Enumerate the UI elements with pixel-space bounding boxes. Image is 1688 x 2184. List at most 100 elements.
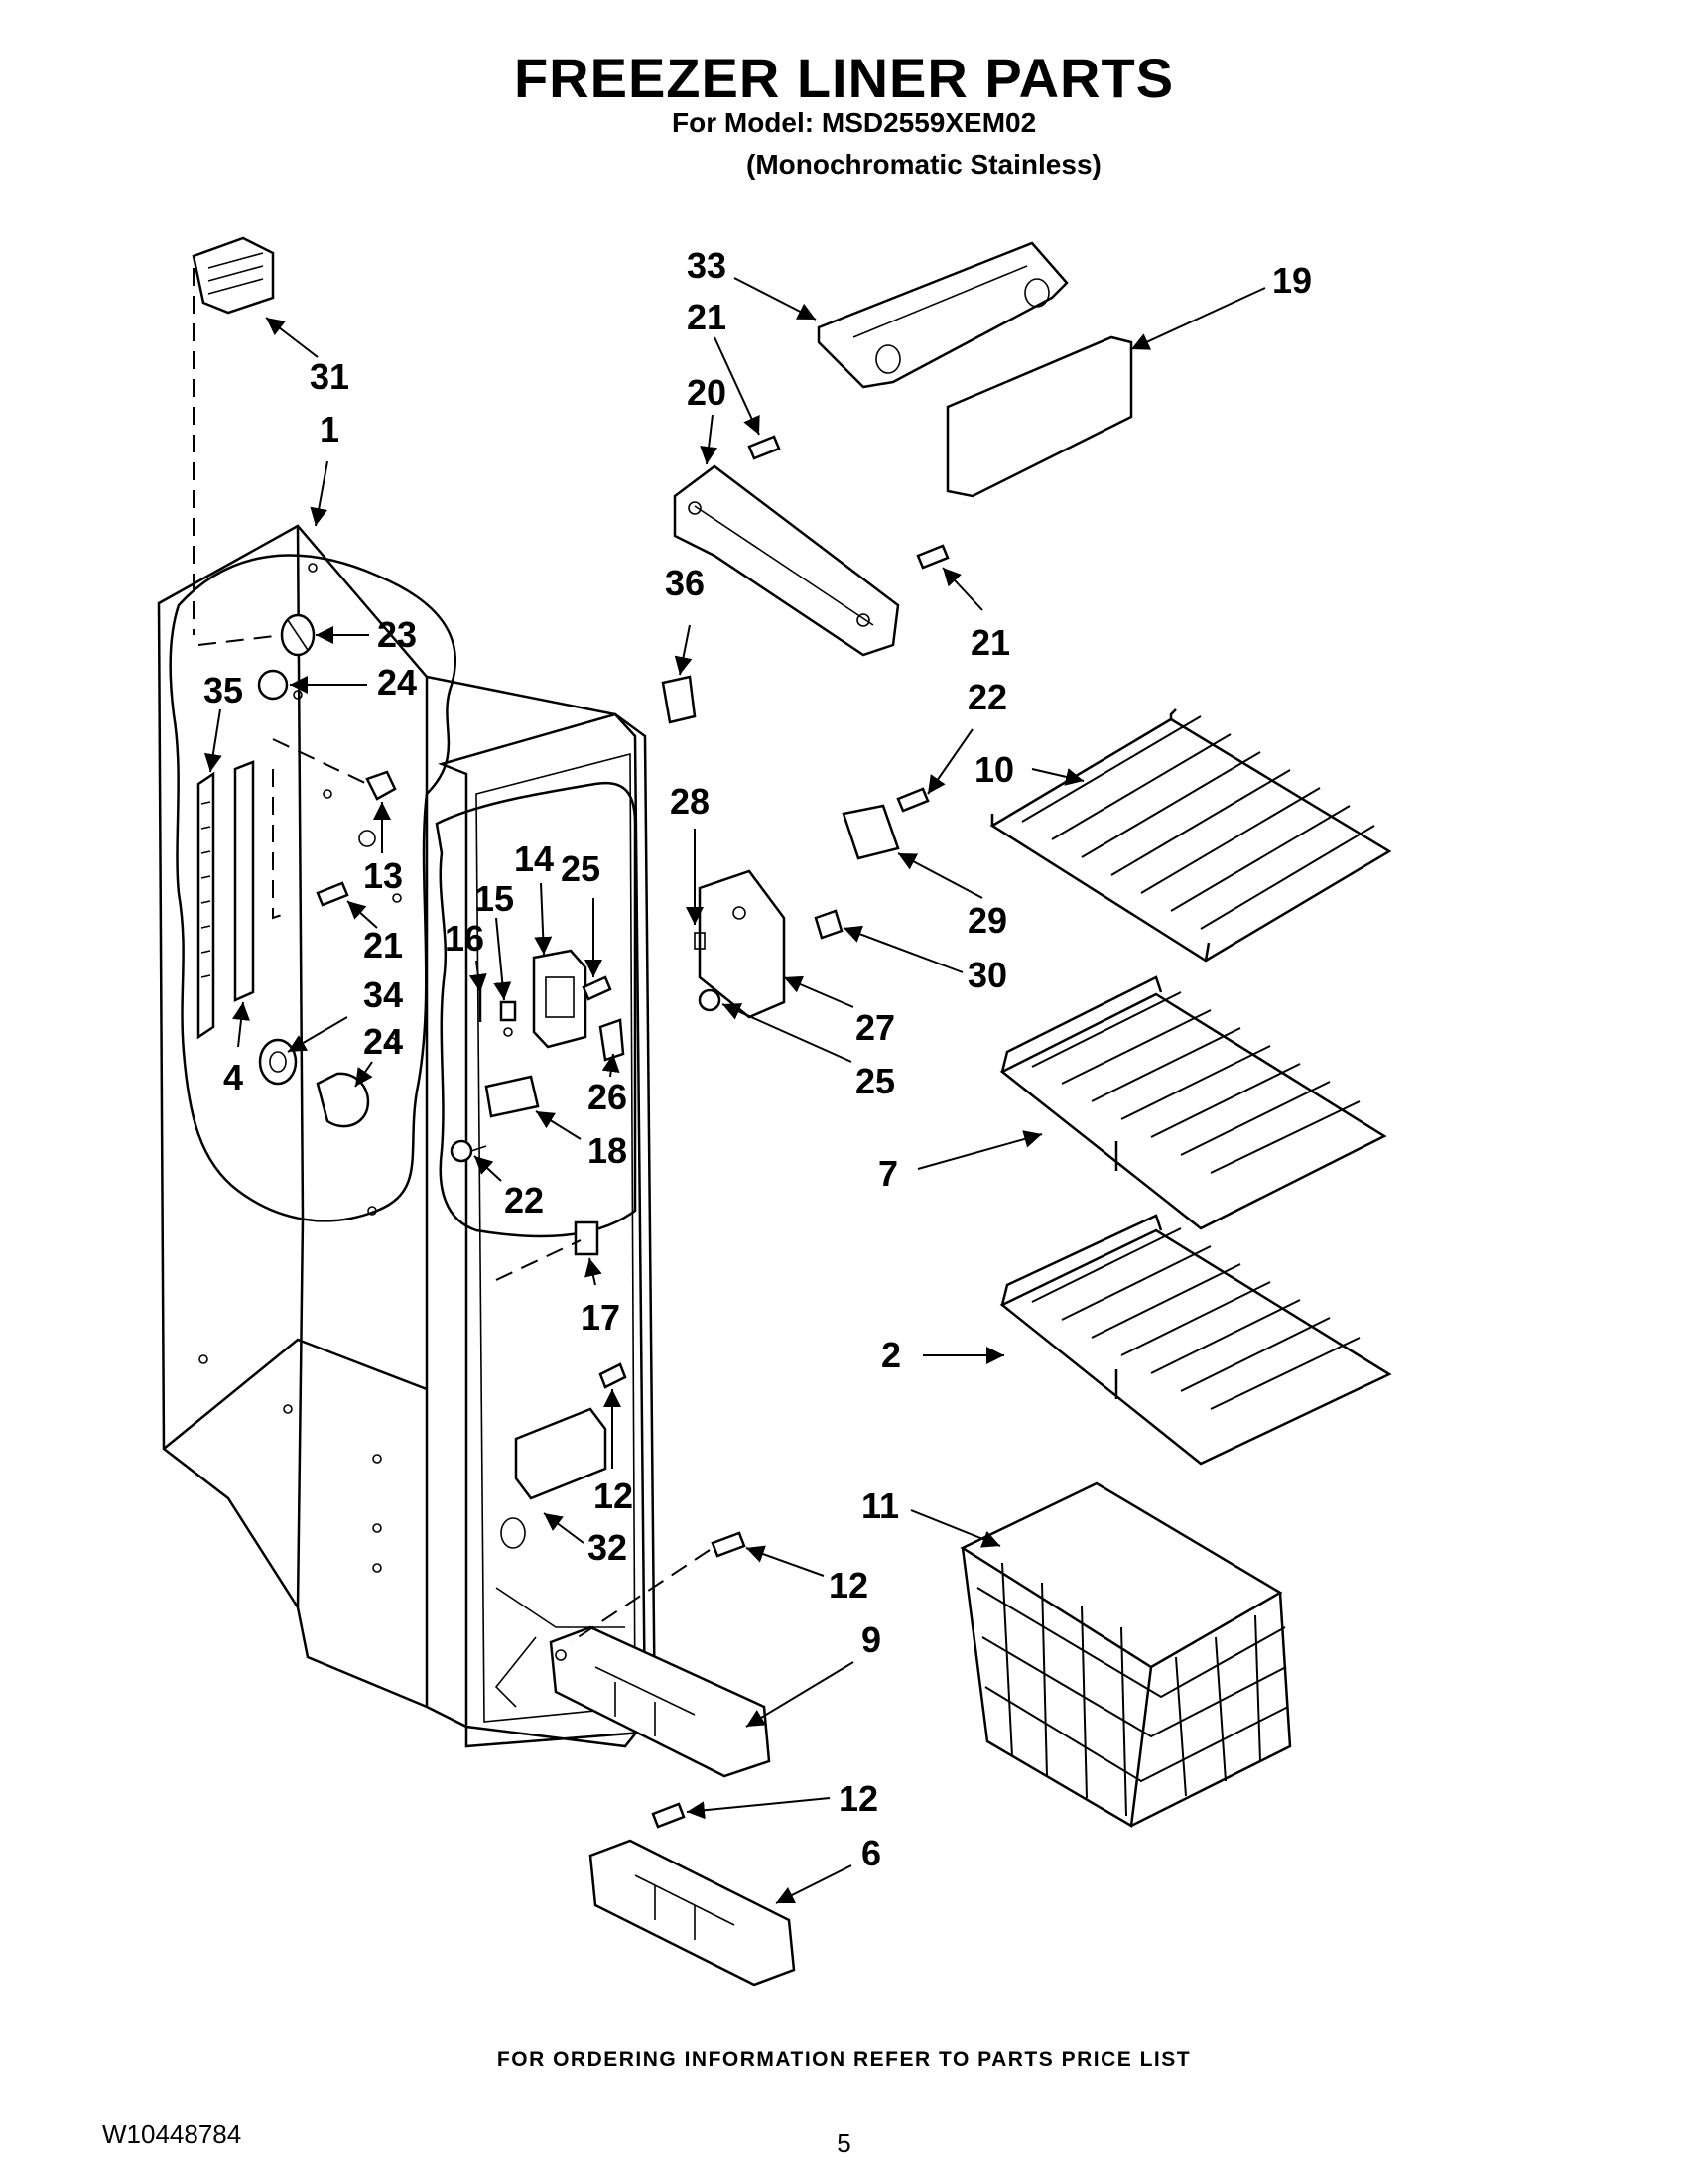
callout-4: 4 bbox=[223, 1001, 250, 1097]
callout-label: 13 bbox=[363, 855, 403, 896]
callout-25-right: 25 bbox=[721, 1003, 895, 1101]
part-27-cover-plate bbox=[698, 869, 786, 1019]
callout-28: 28 bbox=[670, 781, 710, 925]
part-22-screw-left bbox=[450, 1139, 487, 1163]
callout-label: 25 bbox=[561, 848, 600, 889]
callout-label: 32 bbox=[587, 1527, 627, 1568]
part-24-bulb-lower bbox=[316, 1072, 370, 1128]
callout-label: 1 bbox=[320, 409, 339, 450]
callout-12-upper: 12 bbox=[593, 1389, 633, 1516]
callout-22-left: 22 bbox=[473, 1155, 544, 1220]
part-2-shelf bbox=[999, 1214, 1392, 1466]
page-number: 5 bbox=[837, 2128, 851, 2158]
part-28-small-part bbox=[694, 932, 706, 950]
callout-label: 30 bbox=[968, 955, 1007, 995]
callout-12-mid: 12 bbox=[745, 1545, 868, 1606]
part-9-trim bbox=[549, 1625, 771, 1778]
callout-21-right: 21 bbox=[942, 567, 1010, 663]
callout-label: 24 bbox=[377, 662, 417, 703]
document-number: W10448784 bbox=[102, 2120, 242, 2149]
callout-23: 23 bbox=[316, 614, 417, 655]
callout-label: 28 bbox=[670, 781, 710, 822]
part-32-heater bbox=[500, 1407, 607, 1549]
callout-16: 16 bbox=[445, 918, 487, 993]
ordering-note: FOR ORDERING INFORMATION REFER TO PARTS … bbox=[496, 2048, 1192, 2071]
callout-25-left: 25 bbox=[561, 848, 602, 977]
callout-36: 36 bbox=[665, 563, 705, 676]
callout-label: 12 bbox=[829, 1565, 868, 1606]
part-10-shelf bbox=[989, 708, 1392, 963]
model-number: For Model: MSD2559XEM02 bbox=[672, 107, 1037, 138]
part-19-panel bbox=[946, 335, 1133, 498]
part-13-clip bbox=[358, 770, 397, 847]
callout-label: 14 bbox=[514, 838, 554, 879]
part-33-hinge-cover bbox=[817, 241, 1069, 389]
callout-6: 6 bbox=[775, 1833, 881, 1904]
callout-14: 14 bbox=[514, 838, 554, 956]
callout-label: 6 bbox=[861, 1833, 881, 1873]
part-17-switch bbox=[574, 1220, 599, 1256]
callout-18: 18 bbox=[535, 1110, 627, 1171]
part-21-screw-right bbox=[916, 544, 950, 570]
part-31-vent bbox=[192, 236, 275, 315]
part-25-screw-right bbox=[698, 988, 721, 1012]
callout-1: 1 bbox=[310, 409, 339, 527]
callout-15: 15 bbox=[474, 878, 514, 1001]
callout-label: 35 bbox=[203, 670, 243, 710]
callout-label: 27 bbox=[855, 1007, 895, 1048]
callout-9: 9 bbox=[745, 1619, 881, 1728]
callout-label: 18 bbox=[587, 1130, 627, 1171]
callout-label: 16 bbox=[445, 918, 484, 959]
callout-label: 29 bbox=[968, 900, 1007, 941]
callout-label: 12 bbox=[593, 1476, 633, 1516]
part-34-socket bbox=[258, 1038, 298, 1086]
callout-33: 33 bbox=[687, 245, 817, 321]
callout-32: 32 bbox=[543, 1512, 627, 1568]
part-21-screw-left bbox=[316, 881, 349, 907]
callout-label: 4 bbox=[223, 1057, 243, 1097]
callout-13: 13 bbox=[363, 802, 403, 896]
callout-label: 21 bbox=[971, 622, 1010, 663]
part-14-housing bbox=[532, 949, 587, 1049]
callout-label: 12 bbox=[839, 1778, 878, 1819]
callout-29: 29 bbox=[897, 852, 1007, 941]
callout-label: 26 bbox=[587, 1077, 627, 1117]
callout-label: 25 bbox=[855, 1061, 895, 1101]
callout-22-right: 22 bbox=[927, 677, 1007, 795]
callout-11: 11 bbox=[861, 1485, 1001, 1548]
callout-label: 36 bbox=[665, 563, 705, 603]
callout-label: 22 bbox=[504, 1180, 544, 1220]
part-36-clip bbox=[661, 675, 697, 724]
part-12-screw-upper bbox=[598, 1362, 627, 1389]
callout-24-lower: 24 bbox=[354, 1021, 403, 1088]
callout-label: 10 bbox=[974, 749, 1014, 790]
callout-label: 17 bbox=[581, 1297, 620, 1338]
part-21-screw-upper bbox=[747, 435, 781, 460]
callout-label: 31 bbox=[310, 356, 349, 397]
part-30-connector bbox=[814, 909, 844, 940]
callout-27: 27 bbox=[783, 975, 895, 1048]
callout-label: 2 bbox=[881, 1335, 901, 1375]
callout-21-left: 21 bbox=[346, 900, 403, 965]
model-description: (Monochromatic Stainless) bbox=[746, 149, 1102, 180]
part-12-screw-lower bbox=[651, 1802, 686, 1829]
part-24-bulb-upper bbox=[257, 669, 289, 701]
part-18-board bbox=[484, 1075, 540, 1118]
callout-label: 9 bbox=[861, 1619, 881, 1660]
callout-label: 33 bbox=[687, 245, 726, 286]
part-6-trim bbox=[588, 1839, 796, 1987]
callout-label: 20 bbox=[687, 372, 726, 413]
callout-17: 17 bbox=[581, 1257, 620, 1338]
callout-34: 34 bbox=[287, 974, 403, 1053]
callout-label: 21 bbox=[363, 925, 403, 965]
callout-10: 10 bbox=[974, 749, 1085, 790]
part-22-screw-right bbox=[896, 787, 930, 813]
callout-label: 34 bbox=[363, 974, 403, 1015]
callout-label: 7 bbox=[878, 1153, 898, 1194]
callout-label: 24 bbox=[363, 1021, 403, 1062]
part-25-screw-left bbox=[582, 975, 612, 1001]
part-7-shelf bbox=[999, 975, 1387, 1230]
callout-label: 15 bbox=[474, 878, 514, 919]
